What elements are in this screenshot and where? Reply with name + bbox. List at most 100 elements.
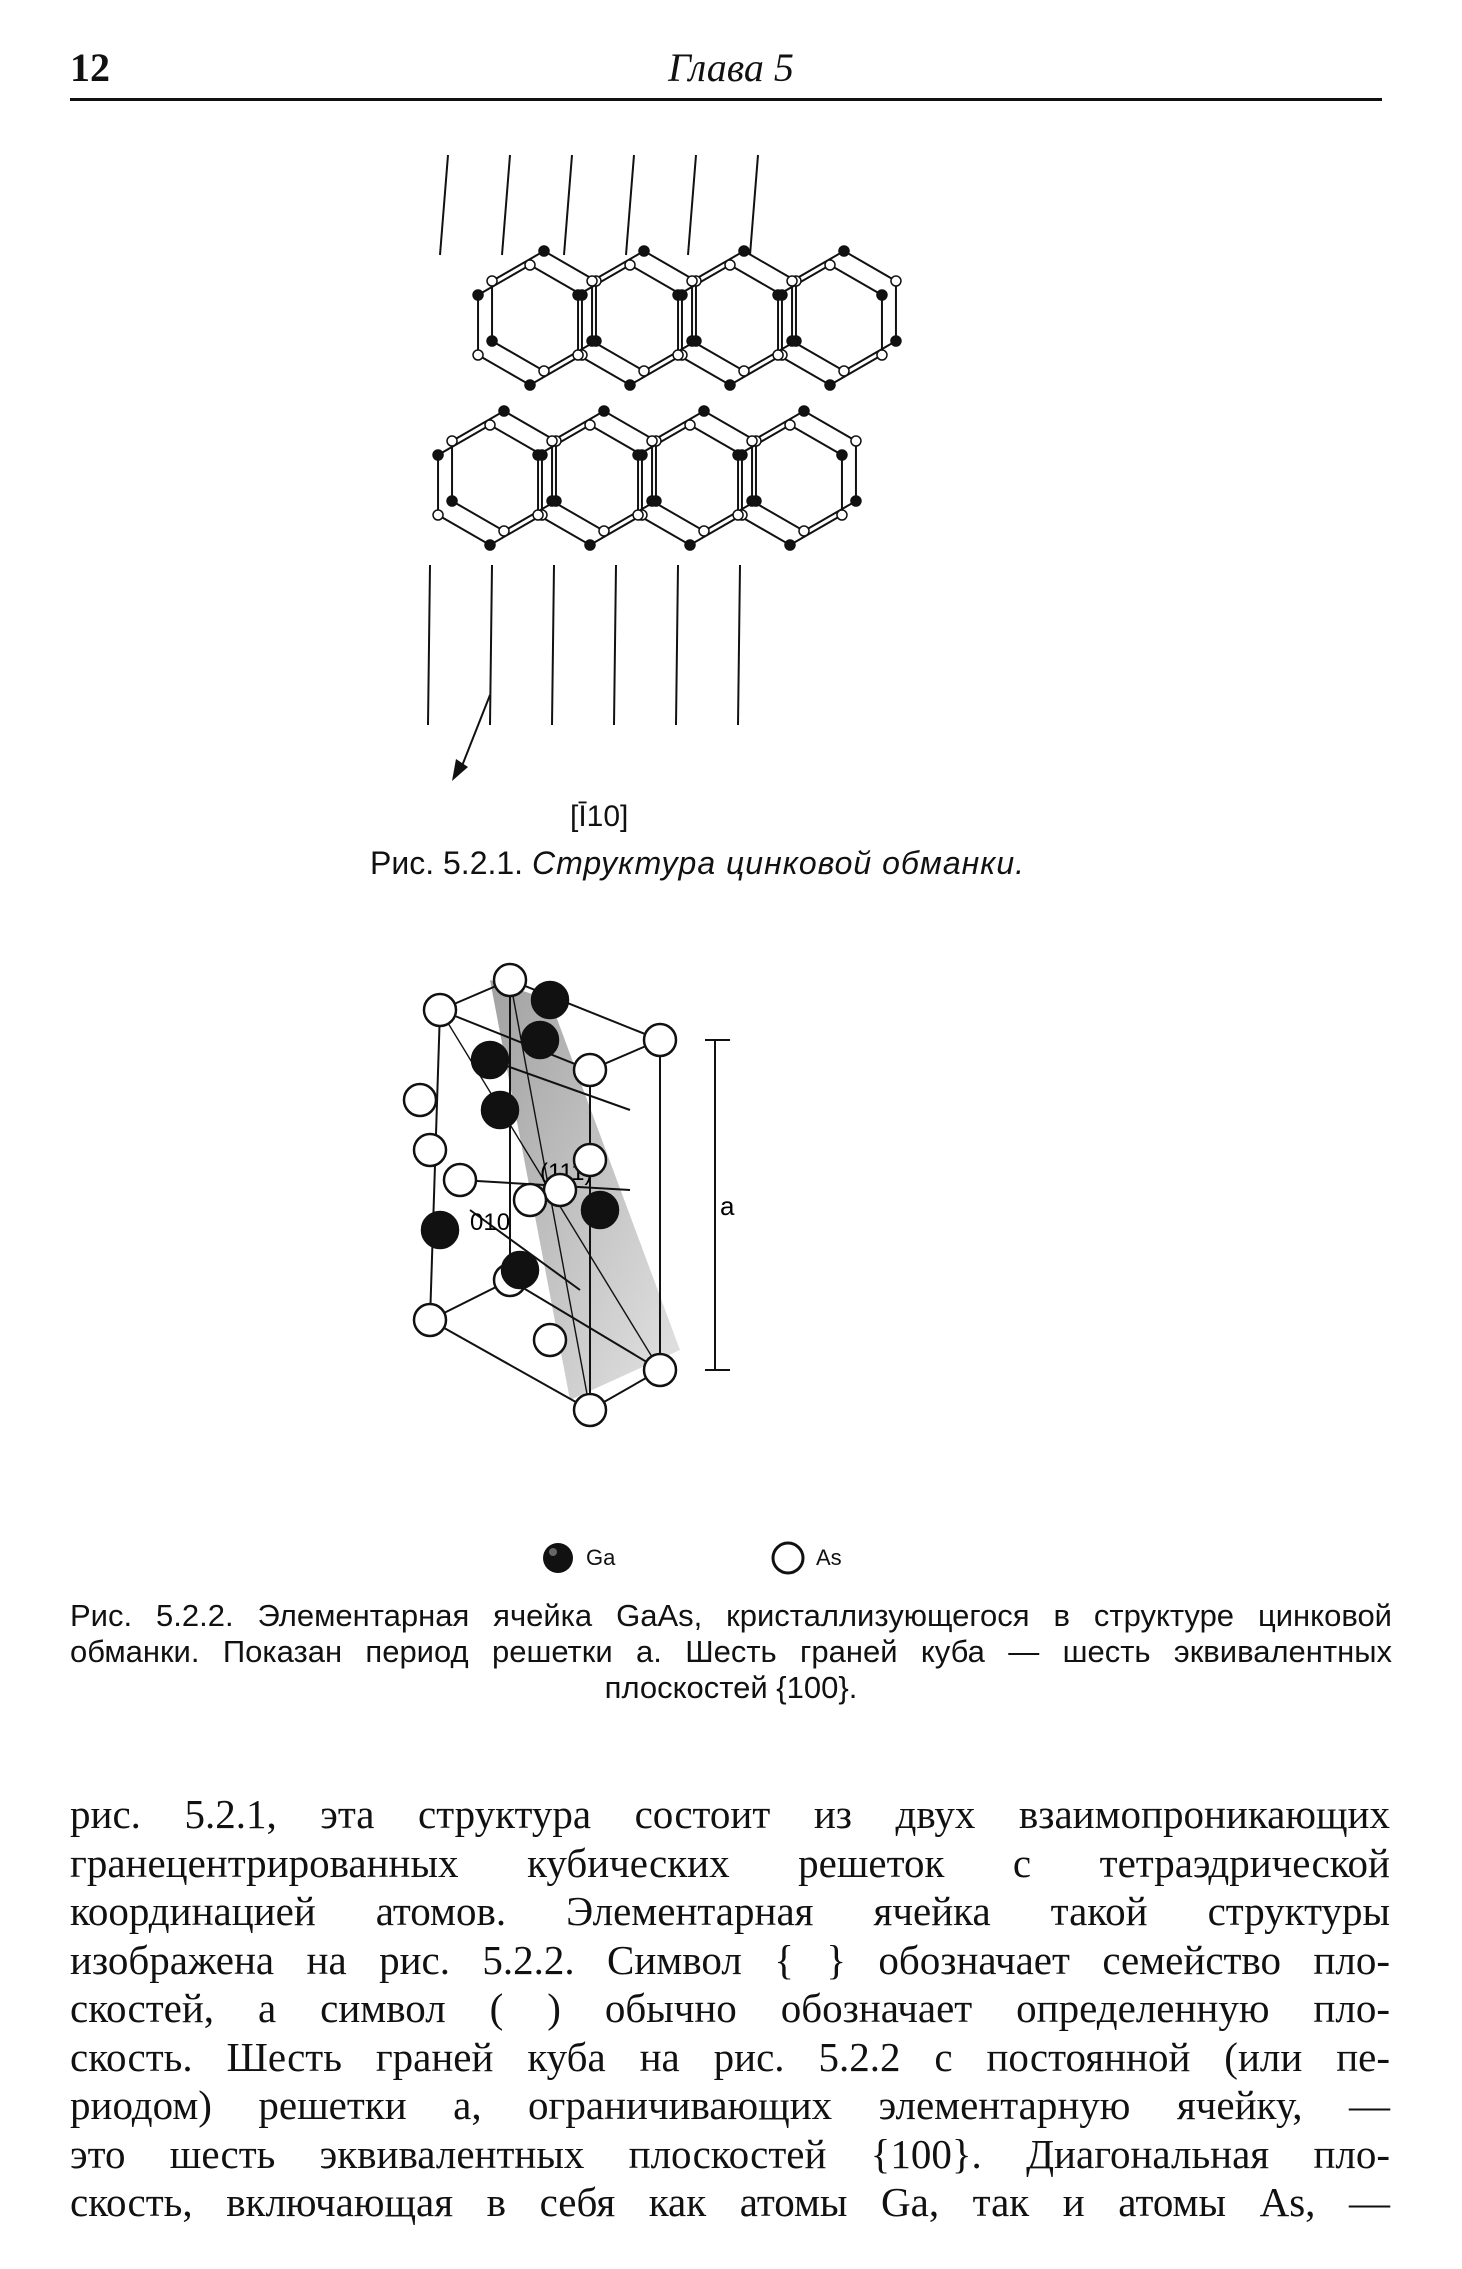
lattice-atom — [798, 405, 810, 417]
lattice-atom — [484, 419, 496, 431]
lattice-atom — [446, 435, 458, 447]
as-atom — [422, 992, 458, 1028]
lattice-atom — [532, 449, 544, 461]
page-header: 12 Глава 5 — [70, 44, 1392, 104]
as-atom — [532, 1322, 568, 1358]
lattice-atom — [472, 289, 484, 301]
bond-line — [625, 154, 635, 256]
bond-line — [687, 154, 697, 256]
ga-atom — [420, 1210, 460, 1250]
lattice-atom — [646, 495, 658, 507]
lattice-atom — [624, 259, 636, 271]
lattice-atom — [738, 365, 750, 377]
lattice-atom — [486, 335, 498, 347]
lattice-atom — [850, 495, 862, 507]
lattice-atom — [786, 335, 798, 347]
lattice-atom — [432, 449, 444, 461]
lattice-atom — [684, 419, 696, 431]
lattice-atom — [746, 435, 758, 447]
lattice-atom — [572, 349, 584, 361]
lattice-atom — [586, 275, 598, 287]
lattice-atom — [876, 289, 888, 301]
lattice-atom — [890, 275, 902, 287]
ga-atom — [580, 1190, 620, 1230]
lattice-atom — [698, 405, 710, 417]
lattice-atom — [646, 435, 658, 447]
lattice-atom — [890, 335, 902, 347]
as-atom — [492, 962, 528, 998]
lattice-atom — [498, 405, 510, 417]
lattice-atom — [672, 349, 684, 361]
as-atom — [542, 1172, 578, 1208]
figure-1-caption-text: Структура цинковой обманки. — [531, 845, 1026, 881]
edge-a-label: a — [720, 1191, 735, 1221]
lattice-atom — [784, 539, 796, 551]
as-atom — [412, 1302, 448, 1338]
lattice-atom — [586, 335, 598, 347]
bond-line — [749, 154, 759, 256]
lattice-atom — [836, 449, 848, 461]
lattice-atom — [838, 365, 850, 377]
bond-line — [489, 564, 493, 726]
legend-as: As — [770, 1540, 842, 1576]
as-atom — [412, 1132, 448, 1168]
lattice-atom — [632, 449, 644, 461]
lattice-atom — [584, 419, 596, 431]
lattice-atom — [824, 379, 836, 391]
lattice-atom — [538, 365, 550, 377]
atom-legend: Ga As — [540, 1540, 900, 1586]
lattice-atom — [584, 539, 596, 551]
ga-atom — [500, 1250, 540, 1290]
lattice-atom — [686, 335, 698, 347]
lattice-atom — [672, 289, 684, 301]
bond-line — [501, 154, 511, 256]
plane-111-shading — [490, 980, 680, 1400]
as-atom — [642, 1022, 678, 1058]
ga-atom — [530, 980, 570, 1020]
lattice-atom — [598, 405, 610, 417]
lattice-atom — [772, 349, 784, 361]
lattice-atom — [632, 509, 644, 521]
figure-1-caption: Рис. 5.2.1. Структура цинковой обманки. — [370, 845, 1025, 882]
header-rule — [70, 98, 1382, 101]
body-line: скость, включающая в себя как атомы Ga, … — [70, 2179, 1390, 2225]
page-number: 12 — [70, 45, 110, 90]
ga-atom-icon — [543, 1543, 573, 1573]
as-atom — [642, 1352, 678, 1388]
zinc-blende-structure-figure — [427, 154, 902, 781]
legend-ga-label: Ga — [586, 1545, 616, 1570]
as-atom — [572, 1142, 608, 1178]
bond-line — [551, 564, 555, 726]
body-line: риодом) решетки a, ограничивающих элемен… — [70, 2082, 1390, 2128]
as-atom-icon — [771, 1541, 805, 1575]
lattice-atom — [724, 379, 736, 391]
lattice-atom — [876, 349, 888, 361]
lattice-atom — [432, 509, 444, 521]
ga-atom — [480, 1090, 520, 1130]
legend-as-label: As — [816, 1545, 842, 1570]
lattice-atom — [824, 259, 836, 271]
lattice-atom — [598, 525, 610, 537]
lattice-atom — [472, 349, 484, 361]
lattice-atom — [786, 275, 798, 287]
body-line: изображена на рис. 5.2.2. Символ { } обо… — [70, 1936, 1390, 1983]
lattice-atom — [784, 419, 796, 431]
lattice-atom — [484, 539, 496, 551]
dimension-a — [705, 1039, 730, 1371]
lattice-atom — [546, 495, 558, 507]
body-line: скость. Шесть граней куба на рис. 5.2.2 … — [70, 2033, 1390, 2080]
lattice-atom — [638, 245, 650, 257]
lattice-atom — [838, 245, 850, 257]
lattice-atom — [684, 539, 696, 551]
lattice-atom — [624, 379, 636, 391]
lattice-atom — [524, 259, 536, 271]
figure-2-caption: Рис. 5.2.2. Элементарная ячейка GaAs, кр… — [70, 1598, 1392, 1705]
bond-line — [675, 564, 679, 726]
lattice-atom — [724, 259, 736, 271]
lattice-atom — [746, 495, 758, 507]
lattice-atom — [732, 509, 744, 521]
ga-atom — [470, 1040, 510, 1080]
lattice-atom — [572, 289, 584, 301]
body-line: гранецентрированных кубических решеток с… — [70, 1839, 1390, 1886]
body-line: рис. 5.2.1, эта структура состоит из дву… — [70, 1791, 1390, 1837]
